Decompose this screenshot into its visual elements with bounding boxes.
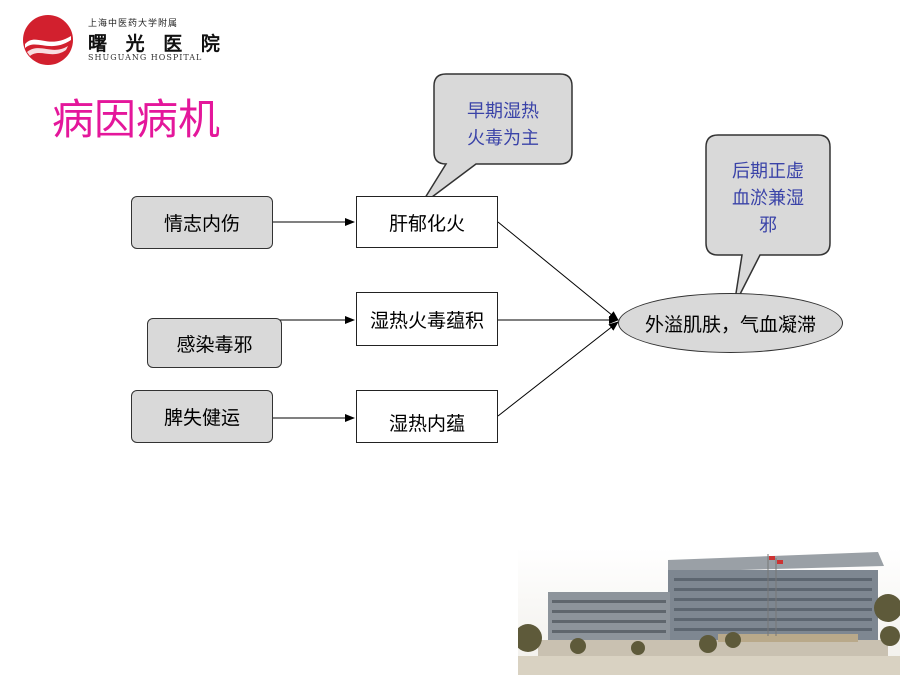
arrow-mech1-result bbox=[497, 221, 619, 321]
callout-late-line3: 邪 bbox=[759, 215, 777, 236]
mechanism-box-damp-heat-toxin: 湿热火毒蕴积 bbox=[356, 292, 498, 346]
page-title: 病因病机 bbox=[52, 95, 221, 144]
callout-late-line2: 血淤兼湿 bbox=[732, 188, 804, 209]
result-ellipse: 外溢肌肤，气血凝滞 bbox=[618, 293, 843, 353]
callout-text-late: 后期正虚 血淤兼湿 邪 bbox=[706, 158, 830, 239]
hospital-building-photo bbox=[518, 548, 900, 675]
callout-bubble-early bbox=[419, 73, 573, 207]
hospital-logo: 上海中医药大学附属 曙 光 医 院 SHUGUANG HOSPITAL bbox=[22, 14, 232, 66]
callout-early-line2: 火毒为主 bbox=[467, 128, 539, 149]
callout-bubble-late bbox=[705, 134, 831, 307]
mechanism-box-liver: 肝郁化火 bbox=[356, 196, 498, 248]
logo-hospital-name: 曙 光 医 院 bbox=[88, 33, 226, 55]
cause-box-infection: 感染毒邪 bbox=[147, 318, 282, 368]
cause-box-emotional: 情志内伤 bbox=[131, 196, 273, 249]
mechanism-box-damp-heat: 湿热内蕴 bbox=[356, 390, 498, 443]
arrow-mech3-result bbox=[497, 321, 619, 417]
callout-early-line1: 早期湿热 bbox=[467, 101, 539, 122]
hospital-logo-icon bbox=[23, 15, 73, 65]
callout-text-early: 早期湿热 火毒为主 bbox=[434, 98, 572, 152]
callout-late-line1: 后期正虚 bbox=[732, 161, 804, 182]
cause-box-spleen: 脾失健运 bbox=[131, 390, 273, 443]
logo-english-name: SHUGUANG HOSPITAL bbox=[88, 53, 203, 62]
logo-institution-line: 上海中医药大学附属 bbox=[88, 19, 179, 29]
